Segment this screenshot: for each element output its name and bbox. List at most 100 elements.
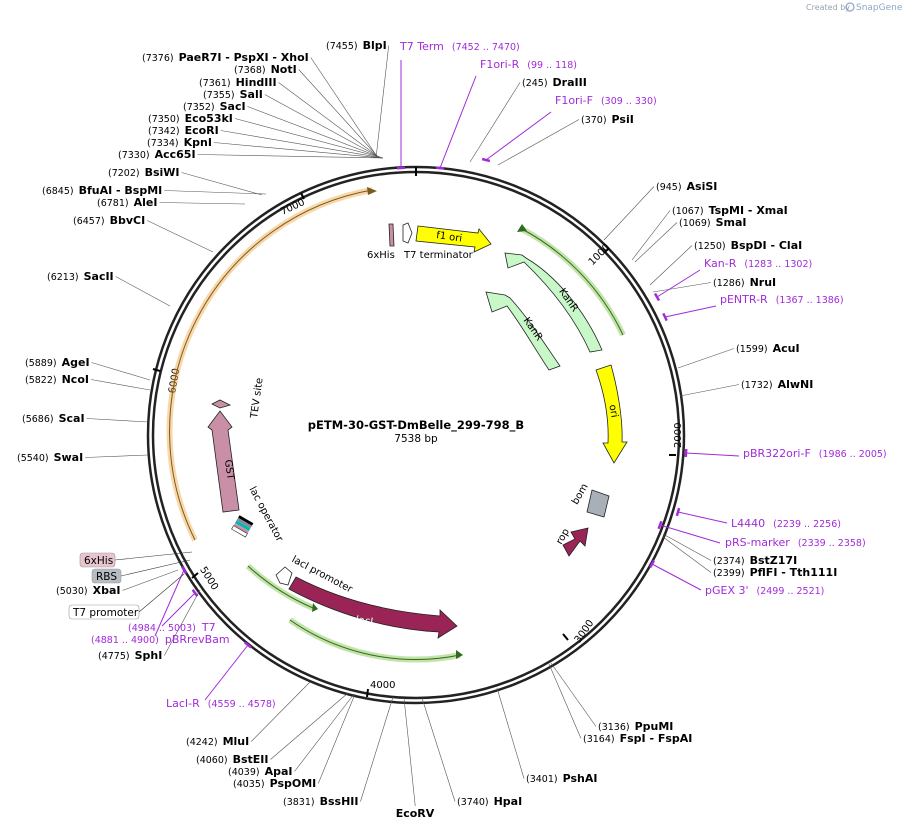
enzyme-alwni[interactable]: (1732)AlwNI	[741, 378, 813, 391]
enzyme-alei[interactable]: (6781)AleI	[97, 196, 157, 209]
primer-leader-line	[685, 452, 740, 457]
enzyme-agei[interactable]: (5889)AgeI	[25, 356, 90, 369]
enzyme-position: (5030)	[56, 586, 88, 597]
feature-gst[interactable]: GST	[207, 410, 240, 513]
enzyme-name: DraIII	[553, 76, 587, 89]
enzyme-asisi[interactable]: (945)AsiSI	[656, 180, 717, 193]
enzyme-scai[interactable]: (5686)ScaI	[22, 412, 85, 425]
primer-position: (2499 .. 2521)	[757, 586, 825, 597]
enzyme-sacii[interactable]: (6213)SacII	[47, 270, 114, 283]
enzyme-xbai[interactable]: (5030)XbaI	[56, 584, 120, 597]
primer-t7-term[interactable]: T7 Term(7452 .. 7470)	[399, 40, 520, 53]
enzyme-name: PshAI	[563, 772, 598, 785]
feature-rop[interactable]: rop	[554, 527, 589, 557]
enzyme-ecorv[interactable]: EcoRV	[396, 807, 435, 820]
feature-kanr-2[interactable]: KanR	[485, 291, 561, 371]
primer-name: F1ori-F	[555, 94, 593, 107]
enzyme-tspmi-xmai[interactable]: (1067)TspMI - XmaI	[672, 204, 788, 217]
enzyme-sphi[interactable]: (4775)SphI	[98, 649, 162, 662]
enzyme-draiii[interactable]: (245)DraIII	[522, 76, 587, 89]
feature-t7-terminator[interactable]: T7 terminator	[402, 222, 474, 261]
enzyme-name: EcoRI	[185, 124, 219, 137]
primer-pbrrevbam[interactable]: (4881 .. 4900)pBRrevBam	[91, 633, 230, 646]
enzyme-leader-line	[652, 282, 712, 293]
feature-6xhis[interactable]: 6xHis	[367, 223, 395, 261]
enzyme-hpai[interactable]: (3740)HpaI	[457, 795, 522, 808]
enzyme-bsiwi[interactable]: (7202)BsiWI	[108, 166, 180, 179]
enzyme-name: NotI	[271, 63, 297, 76]
enzyme-paer7i-pspxi-xhoi[interactable]: (7376)PaeR7I - PspXI - XhoI	[142, 51, 309, 64]
primer-position: (2339 .. 2358)	[798, 538, 866, 549]
credit-brand[interactable]: SnapGene	[856, 3, 903, 13]
enzyme-name: BstZ17I	[750, 554, 798, 567]
primer-position: (7452 .. 7470)	[452, 42, 520, 53]
feature-lac-operator[interactable]: lac operator	[231, 485, 286, 544]
enzyme-ppumi[interactable]: (3136)PpuMI	[598, 720, 673, 733]
enzyme-bfuai-bspmi[interactable]: (6845)BfuAI - BspMI	[42, 184, 162, 197]
enzyme-hindiii[interactable]: (7361)HindIII	[199, 76, 277, 89]
enzyme-blpi[interactable]: (7455)BlpI	[326, 39, 387, 52]
boxed-feature-rbs[interactable]: RBS	[91, 559, 191, 584]
primer-prs-marker[interactable]: pRS-marker(2339 .. 2358)	[725, 536, 866, 549]
feature-ori[interactable]: ori	[595, 364, 628, 464]
primer-laci-r[interactable]: LacI-R(4559 .. 4578)	[166, 697, 276, 710]
enzyme-mlui[interactable]: (4242)MluI	[186, 735, 249, 748]
enzyme-kpni[interactable]: (7334)KpnI	[147, 136, 212, 149]
enzyme-acc65i[interactable]: (7330)Acc65I	[118, 148, 196, 161]
enzyme-position: (6457)	[73, 216, 105, 227]
enzyme-position: (6213)	[47, 272, 79, 283]
feature-f1-ori[interactable]: f1 ori	[415, 225, 492, 253]
enzyme-bsteii[interactable]: (4060)BstEII	[196, 753, 268, 766]
enzyme-smai[interactable]: (1069)SmaI	[679, 216, 747, 229]
primer-t7[interactable]: (4984 .. 5003)T7	[128, 621, 216, 634]
enzyme-saci[interactable]: (7352)SacI	[183, 100, 246, 113]
primer-name: pBR322ori-F	[743, 447, 811, 460]
svg-text:f1 ori: f1 ori	[435, 230, 462, 245]
enzyme-fspi-fspai[interactable]: (3164)FspI - FspAI	[583, 732, 692, 745]
enzyme-pspomi[interactable]: (4035)PspOMI	[233, 777, 316, 790]
primer-pentr-r[interactable]: pENTR-R(1367 .. 1386)	[720, 293, 844, 306]
enzyme-pshai[interactable]: (3401)PshAI	[526, 772, 597, 785]
enzyme-bspdi-clai[interactable]: (1250)BspDI - ClaI	[694, 239, 802, 252]
enzyme-ncoi[interactable]: (5822)NcoI	[25, 373, 89, 386]
enzyme-leader-line	[90, 379, 151, 391]
enzyme-bsshii[interactable]: (3831)BssHII	[283, 795, 358, 808]
enzyme-position: (7376)	[142, 53, 174, 64]
enzyme-swai[interactable]: (5540)SwaI	[17, 451, 83, 464]
primer-pgex-3-[interactable]: pGEX 3'(2499 .. 2521)	[705, 584, 824, 597]
feature-kanr-1[interactable]: KanR	[504, 252, 603, 353]
enzyme-sali[interactable]: (7355)SalI	[203, 88, 263, 101]
primer-leader-line	[656, 269, 701, 298]
primer-name: pBRrevBam	[165, 633, 230, 646]
primer-f1ori-r[interactable]: F1ori-R(99 .. 118)	[480, 58, 577, 71]
primer-kan-r[interactable]: Kan-R(1283 .. 1302)	[704, 257, 812, 270]
primer-f1ori-f[interactable]: F1ori-F(309 .. 330)	[555, 94, 657, 107]
primer-pbr322ori-f[interactable]: pBR322ori-F(1986 .. 2005)	[743, 447, 887, 460]
enzyme-acui[interactable]: (1599)AcuI	[736, 342, 800, 355]
enzyme-leader-line	[469, 82, 521, 163]
enzyme-pflfi-tth111i[interactable]: (2399)PflFI - Tth111I	[713, 566, 837, 579]
enzyme-ecori[interactable]: (7342)EcoRI	[148, 124, 219, 137]
enzyme-leader-line	[294, 693, 355, 772]
enzyme-noti[interactable]: (7368)NotI	[234, 63, 297, 76]
enzyme-bbvci[interactable]: (6457)BbvCI	[73, 214, 145, 227]
enzyme-position: (7352)	[183, 102, 215, 113]
primer-leader-line	[664, 305, 717, 318]
boxed-feature-6xhis[interactable]: 6xHis	[79, 551, 193, 568]
primer-l4440[interactable]: L4440(2239 .. 2256)	[731, 517, 841, 530]
enzyme-bstz17i[interactable]: (2374)BstZ17I	[713, 554, 797, 567]
enzyme-leader-line	[213, 142, 384, 159]
enzyme-leader-line	[298, 69, 380, 159]
feature-bom[interactable]: bom	[570, 482, 610, 518]
feature-laci[interactable]: lacI	[288, 576, 458, 639]
svg-text:2000: 2000	[673, 423, 684, 448]
boxed-feature-t7-promoter[interactable]: T7 promoter	[68, 573, 185, 620]
primer-leader-line	[677, 511, 728, 524]
enzyme-leader-line	[318, 693, 356, 784]
enzyme-name: NcoI	[62, 373, 89, 386]
enzyme-psii[interactable]: (370)PsiI	[581, 113, 634, 126]
enzyme-apai[interactable]: (4039)ApaI	[228, 765, 293, 778]
enzyme-eco53ki[interactable]: (7350)Eco53kI	[148, 112, 233, 125]
primer-name: F1ori-R	[480, 58, 520, 71]
enzyme-nrui[interactable]: (1286)NruI	[713, 276, 776, 289]
